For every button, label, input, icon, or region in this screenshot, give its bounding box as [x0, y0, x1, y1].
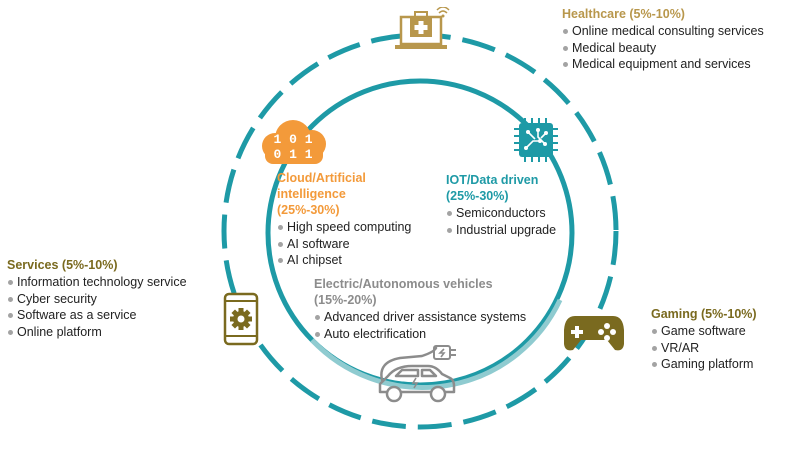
iot-title-line2: (25%-30%)	[446, 189, 509, 203]
iot-list: Semiconductors Industrial upgrade	[446, 205, 556, 238]
ev-title-line1: Electric/Autonomous vehicles	[314, 277, 493, 291]
list-item: Online medical consulting services	[562, 23, 764, 40]
healthcare-title: Healthcare (5%-10%)	[562, 7, 685, 21]
healthcare-block: Healthcare (5%-10%) Online medical consu…	[562, 6, 764, 73]
ev-title-line2: (15%-20%)	[314, 293, 377, 307]
services-list: Information technology service Cyber sec…	[7, 274, 187, 340]
cloud-binary-icon: 1 0 1 0 1 1	[255, 116, 331, 166]
cloud-ai-block: Cloud/Artificial intelligence (25%-30%) …	[277, 170, 411, 269]
list-item: Industrial upgrade	[446, 222, 556, 239]
iot-title-line1: IOT/Data driven	[446, 173, 539, 187]
list-item: AI chipset	[277, 252, 411, 269]
list-item: Online platform	[7, 324, 187, 341]
list-item: Medical equipment and services	[562, 56, 764, 73]
inner-ring	[265, 78, 575, 388]
list-item: AI software	[277, 236, 411, 253]
cloud-title-line1: Cloud/Artificial	[277, 171, 366, 185]
list-item: Cyber security	[7, 291, 187, 308]
gaming-list: Game software VR/AR Gaming platform	[651, 323, 757, 373]
services-title: Services (5%-10%)	[7, 258, 118, 272]
list-item: High speed computing	[277, 219, 411, 236]
list-item: Game software	[651, 323, 757, 340]
phone-gear-icon	[222, 292, 260, 346]
gaming-title: Gaming (5%-10%)	[651, 307, 757, 321]
iot-block: IOT/Data driven (25%-30%) Semiconductors…	[446, 172, 556, 238]
list-item: Medical beauty	[562, 40, 764, 57]
list-item: Gaming platform	[651, 356, 757, 373]
list-item: Semiconductors	[446, 205, 556, 222]
inner-ring-light-segment	[310, 298, 563, 390]
ev-block: Electric/Autonomous vehicles (15%-20%) A…	[314, 276, 526, 342]
gamepad-icon	[563, 310, 625, 354]
list-item: VR/AR	[651, 340, 757, 357]
cloud-list: High speed computing AI software AI chip…	[277, 219, 411, 269]
list-item: Auto electrification	[314, 326, 526, 343]
list-item: Information technology service	[7, 274, 187, 291]
ev-list: Advanced driver assistance systems Auto …	[314, 309, 526, 342]
list-item: Advanced driver assistance systems	[314, 309, 526, 326]
list-item: Software as a service	[7, 307, 187, 324]
healthcare-list: Online medical consulting services Medic…	[562, 23, 764, 73]
cloud-title-line3: (25%-30%)	[277, 203, 340, 217]
electric-car-icon	[372, 344, 462, 406]
cloud-title-line2: intelligence	[277, 187, 346, 201]
laptop-medical-icon	[393, 6, 453, 51]
services-block: Services (5%-10%) Information technology…	[7, 257, 187, 340]
cloud-binary-row2: 0 1 1	[273, 147, 312, 162]
chip-icon	[513, 117, 559, 163]
gaming-block: Gaming (5%-10%) Game software VR/AR Gami…	[651, 306, 757, 373]
cloud-binary-row1: 1 0 1	[273, 132, 312, 147]
